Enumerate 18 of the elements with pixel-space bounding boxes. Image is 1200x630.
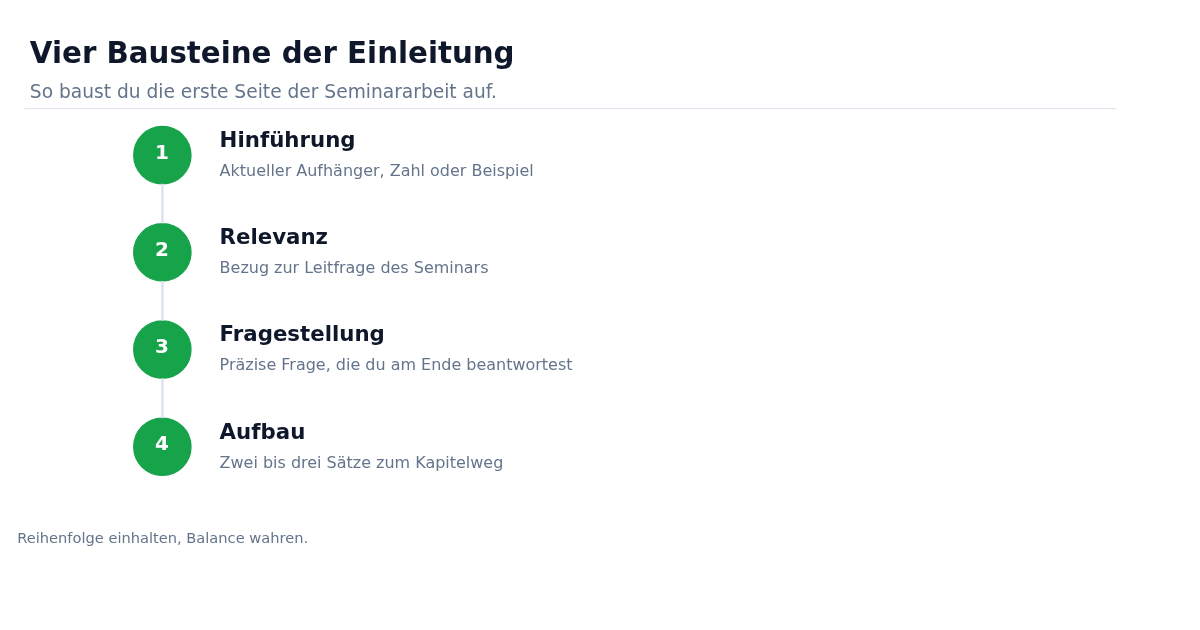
node-label: Fragestellung: [219, 320, 385, 346]
connector: [161, 280, 164, 321]
node-label: Aktueller Aufhänger, Zahl oder Beispiel: [219, 160, 534, 180]
connector: [161, 377, 164, 418]
node-label: Aufbau: [219, 418, 306, 444]
connector: [161, 183, 164, 223]
node-label: Präzise Frage, die du am Ende beantwortest: [219, 354, 573, 374]
node-circle: 2: [133, 222, 192, 282]
node-label: Bezug zur Leitfrage des Seminars: [219, 257, 489, 277]
node-label: Relevanz: [219, 223, 329, 249]
caption: So baust du die erste Seite der Seminararbeit auf.: [29, 80, 497, 102]
node-circle: 1: [133, 125, 192, 184]
node-label: Hinführung: [219, 126, 356, 152]
label: Reihenfolge einhalten, Balance wahren.: [17, 528, 309, 546]
node-circle: 3: [133, 319, 192, 379]
node-label: Zwei bis drei Sätze zum Kapitelweg: [219, 452, 504, 472]
diagram-title: Vier Bausteine der Einleitung: [29, 35, 515, 70]
node-circle: 4: [133, 417, 192, 476]
